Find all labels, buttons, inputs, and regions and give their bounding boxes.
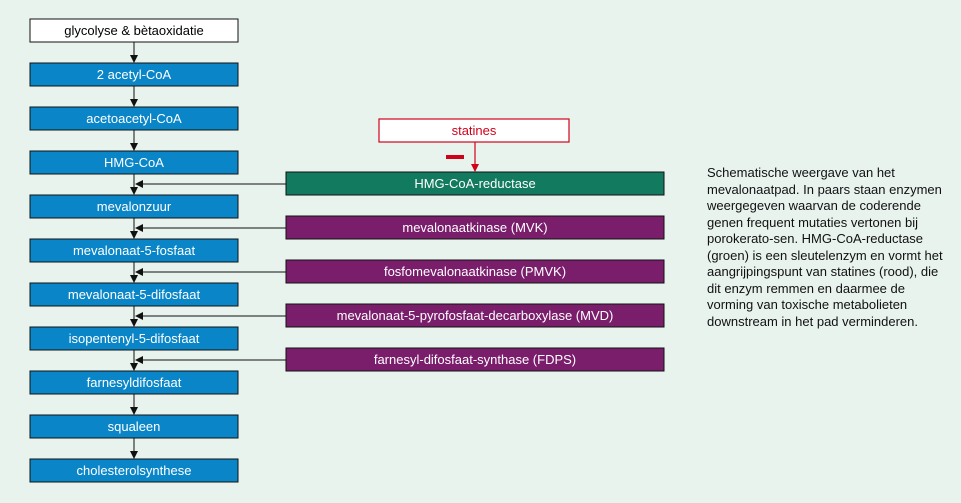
pathway-step-6: mevalonaat-5-difosfaat: [29, 282, 239, 307]
enzyme-label-4: farnesyl-difosfaat-synthase (FDPS): [374, 352, 576, 367]
pathway-step-8: farnesyldifosfaat: [29, 370, 239, 395]
enzyme-box-fdps: farnesyl-difosfaat-synthase (FDPS): [285, 347, 665, 372]
enzyme-label-2: fosfomevalonaatkinase (PMVK): [384, 264, 566, 279]
pathway-step-3: HMG-CoA: [29, 150, 239, 175]
pathway-step-9-label: squaleen: [108, 419, 161, 434]
pathway-step-7: isopentenyl-5-difosfaat: [29, 326, 239, 351]
pathway-step-0-label: glycolyse & bètaoxidatie: [64, 23, 203, 38]
figure-caption: Schematische weergave van het mevalonaat…: [707, 165, 943, 329]
pathway-step-1: 2 acetyl-CoA: [29, 62, 239, 87]
pathway-step-3-label: HMG-CoA: [104, 155, 164, 170]
pathway-step-5-label: mevalonaat-5-fosfaat: [73, 243, 196, 258]
enzyme-box-pmvk: fosfomevalonaatkinase (PMVK): [285, 259, 665, 284]
inhibition-minus-icon: [446, 155, 464, 159]
pathway-step-4-label: mevalonzuur: [97, 199, 172, 214]
pathway-step-0: glycolyse & bètaoxidatie: [29, 18, 239, 43]
pathway-step-9: squaleen: [29, 414, 239, 439]
pathway-step-10: cholesterolsynthese: [29, 458, 239, 483]
pathway-step-2: acetoacetyl-CoA: [29, 106, 239, 131]
pathway-step-10-label: cholesterolsynthese: [77, 463, 192, 478]
pathway-step-4: mevalonzuur: [29, 194, 239, 219]
inhibitor-box-statines: statines: [378, 118, 570, 143]
pathway-step-7-label: isopentenyl-5-difosfaat: [69, 331, 200, 346]
pathway-step-1-label: 2 acetyl-CoA: [97, 67, 172, 82]
pathway-step-2-label: acetoacetyl-CoA: [86, 111, 182, 126]
inhibitor-label: statines: [452, 123, 497, 138]
enzyme-label-3: mevalonaat-5-pyrofosfaat-decarboxylase (…: [337, 308, 614, 323]
pathway-step-8-label: farnesyldifosfaat: [87, 375, 182, 390]
pathway-step-6-label: mevalonaat-5-difosfaat: [68, 287, 201, 302]
enzyme-box-mvd: mevalonaat-5-pyrofosfaat-decarboxylase (…: [285, 303, 665, 328]
enzyme-label-0: HMG-CoA-reductase: [414, 176, 535, 191]
enzyme-box-mvk: mevalonaatkinase (MVK): [285, 215, 665, 240]
enzyme-box-hmg-coa-reductase: HMG-CoA-reductase: [285, 171, 665, 196]
pathway-step-5: mevalonaat-5-fosfaat: [29, 238, 239, 263]
enzyme-label-1: mevalonaatkinase (MVK): [402, 220, 547, 235]
